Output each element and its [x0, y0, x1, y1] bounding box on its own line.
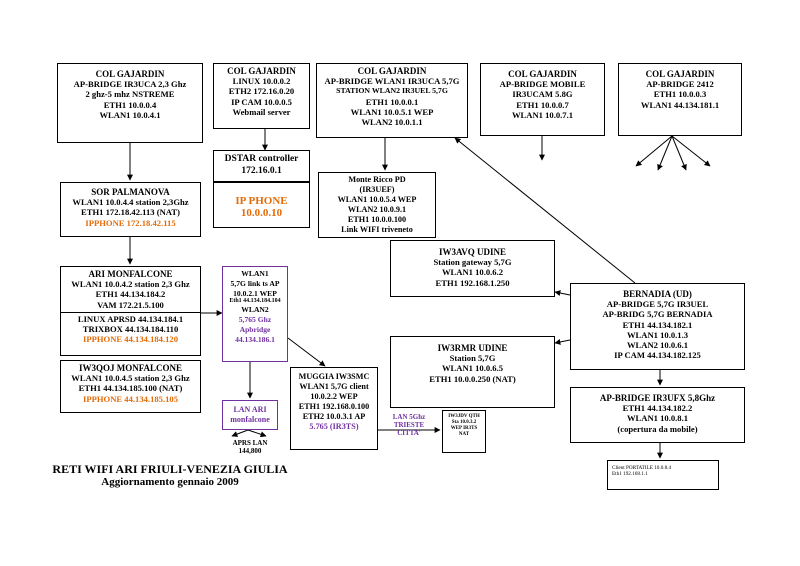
node-title: IW3QOJ MONFALCONE — [78, 363, 183, 373]
link-gajardin5-fan-3 — [671, 135, 687, 171]
node-title: COL GAJARDIN — [508, 69, 577, 79]
link-wlan-muggia — [287, 337, 326, 367]
link-bernadia-iw3rmr — [554, 338, 571, 345]
node-client-portatile: Client PORTATILE 10.0.8.4 Eth1 192.168.1… — [607, 460, 719, 490]
node-title: SOR PALMANOVA — [91, 187, 170, 197]
link-gajardin5-fan-2 — [657, 135, 673, 171]
node-title: COL GAJARDIN — [95, 69, 165, 79]
link-bernadia-iw3avq — [554, 290, 571, 297]
link-gajardin5-fan-1 — [635, 135, 673, 167]
node-title: AP-BRIDGE IR3UFX 5,8Ghz — [599, 393, 716, 403]
node-ir3ufx: AP-BRIDGE IR3UFX 5,8Ghz ETH1 44.134.182.… — [570, 387, 745, 443]
node-dstar: DSTAR controller 172.16.0.1 — [213, 150, 310, 182]
node-iw3jdv: IW3JDV QTH Sta 10.0.3.2 WEP IR3TS NAT — [442, 410, 486, 453]
node-title: COL GAJARDIN — [357, 66, 427, 76]
node-lan-ari: LAN ARI monfalcone — [222, 400, 278, 430]
node-iw3qoj: IW3QOJ MONFALCONE WLAN1 10.0.4.5 station… — [60, 360, 201, 413]
node-title: BERNADIA (UD) — [623, 289, 692, 299]
link-bernadia-gajardin3 — [454, 137, 636, 284]
node-iw3avq: IW3AVQ UDINE Station gateway 5,7G WLAN1 … — [390, 240, 555, 297]
node-ari-monfalcone: ARI MONFALCONE WLAN1 10.0.4.2 station 2,… — [60, 266, 201, 356]
node-col-gajardin-5: COL GAJARDIN AP-BRIDGE 2412 ETH1 10.0.0.… — [618, 63, 742, 136]
node-title: COL GAJARDIN — [227, 66, 296, 76]
node-col-gajardin-3: COL GAJARDIN AP-BRIDGE WLAN1 IR3UCA 5,7G… — [316, 63, 468, 138]
node-bernadia: BERNADIA (UD) AP-BRIDGE 5,7G IR3UEL AP-B… — [570, 283, 745, 370]
node-ip-phone: IP PHONE 10.0.0.10 — [213, 182, 310, 228]
node-wlan-link: WLAN1 5,7G link ts AP 10.0.2.1 WEP Eth1 … — [222, 266, 288, 362]
node-title: Monte Ricco PD — [348, 175, 406, 184]
node-title: Client PORTATILE 10.0.8.4 — [612, 465, 672, 471]
node-sor-palmanova: SOR PALMANOVA WLAN1 10.0.4.4 station 2,3… — [60, 182, 201, 237]
label-lan-5ghz: LAN 5Ghz TRIESTE CITTA' — [392, 413, 426, 437]
node-muggia: MUGGIA IW3SMC WLAN1 5,7G client 10.0.2.2… — [290, 367, 378, 450]
node-monte-ricco: Monte Ricco PD (IR3UEF) WLAN1 10.0.5.4 W… — [318, 172, 436, 238]
node-col-gajardin-4: COL GAJARDIN AP-BRIDGE MOBILE IR3UCAM 5.… — [480, 63, 605, 136]
node-title: ARI MONFALCONE — [88, 269, 173, 279]
link-gajardin5-fan-4 — [671, 135, 711, 167]
node-col-gajardin-2: COL GAJARDIN LINUX 10.0.0.2 ETH2 172.16.… — [213, 63, 310, 129]
label-aprs-lan: APRS LAN 144,800 — [232, 439, 268, 455]
node-title: IW3AVQ UDINE — [438, 247, 507, 257]
node-title: MUGGIA IW3SMC — [298, 372, 370, 381]
link-lan-ari-aprs-r — [247, 429, 267, 438]
node-col-gajardin-1: COL GAJARDIN AP-BRIDGE IR3UCA 2,3 Ghz 2 … — [57, 63, 203, 143]
node-iw3rmr: IW3RMR UDINE Station 5,7G WLAN1 10.0.6.5… — [390, 336, 555, 408]
diagram-title: RETI WIFI ARI FRIULI-VENEZIA GIULIA — [52, 462, 288, 476]
node-title: WLAN1 — [241, 269, 269, 278]
link-lan-ari-aprs-l — [231, 429, 249, 437]
diagram-caption: RETI WIFI ARI FRIULI-VENEZIA GIULIA Aggi… — [40, 462, 300, 489]
node-title: IW3RMR UDINE — [437, 343, 508, 353]
diagram-subtitle: Aggiornamento gennaio 2009 — [101, 476, 239, 488]
node-title: COL GAJARDIN — [645, 69, 715, 79]
node-title: IW3JDV QTH — [448, 414, 480, 419]
